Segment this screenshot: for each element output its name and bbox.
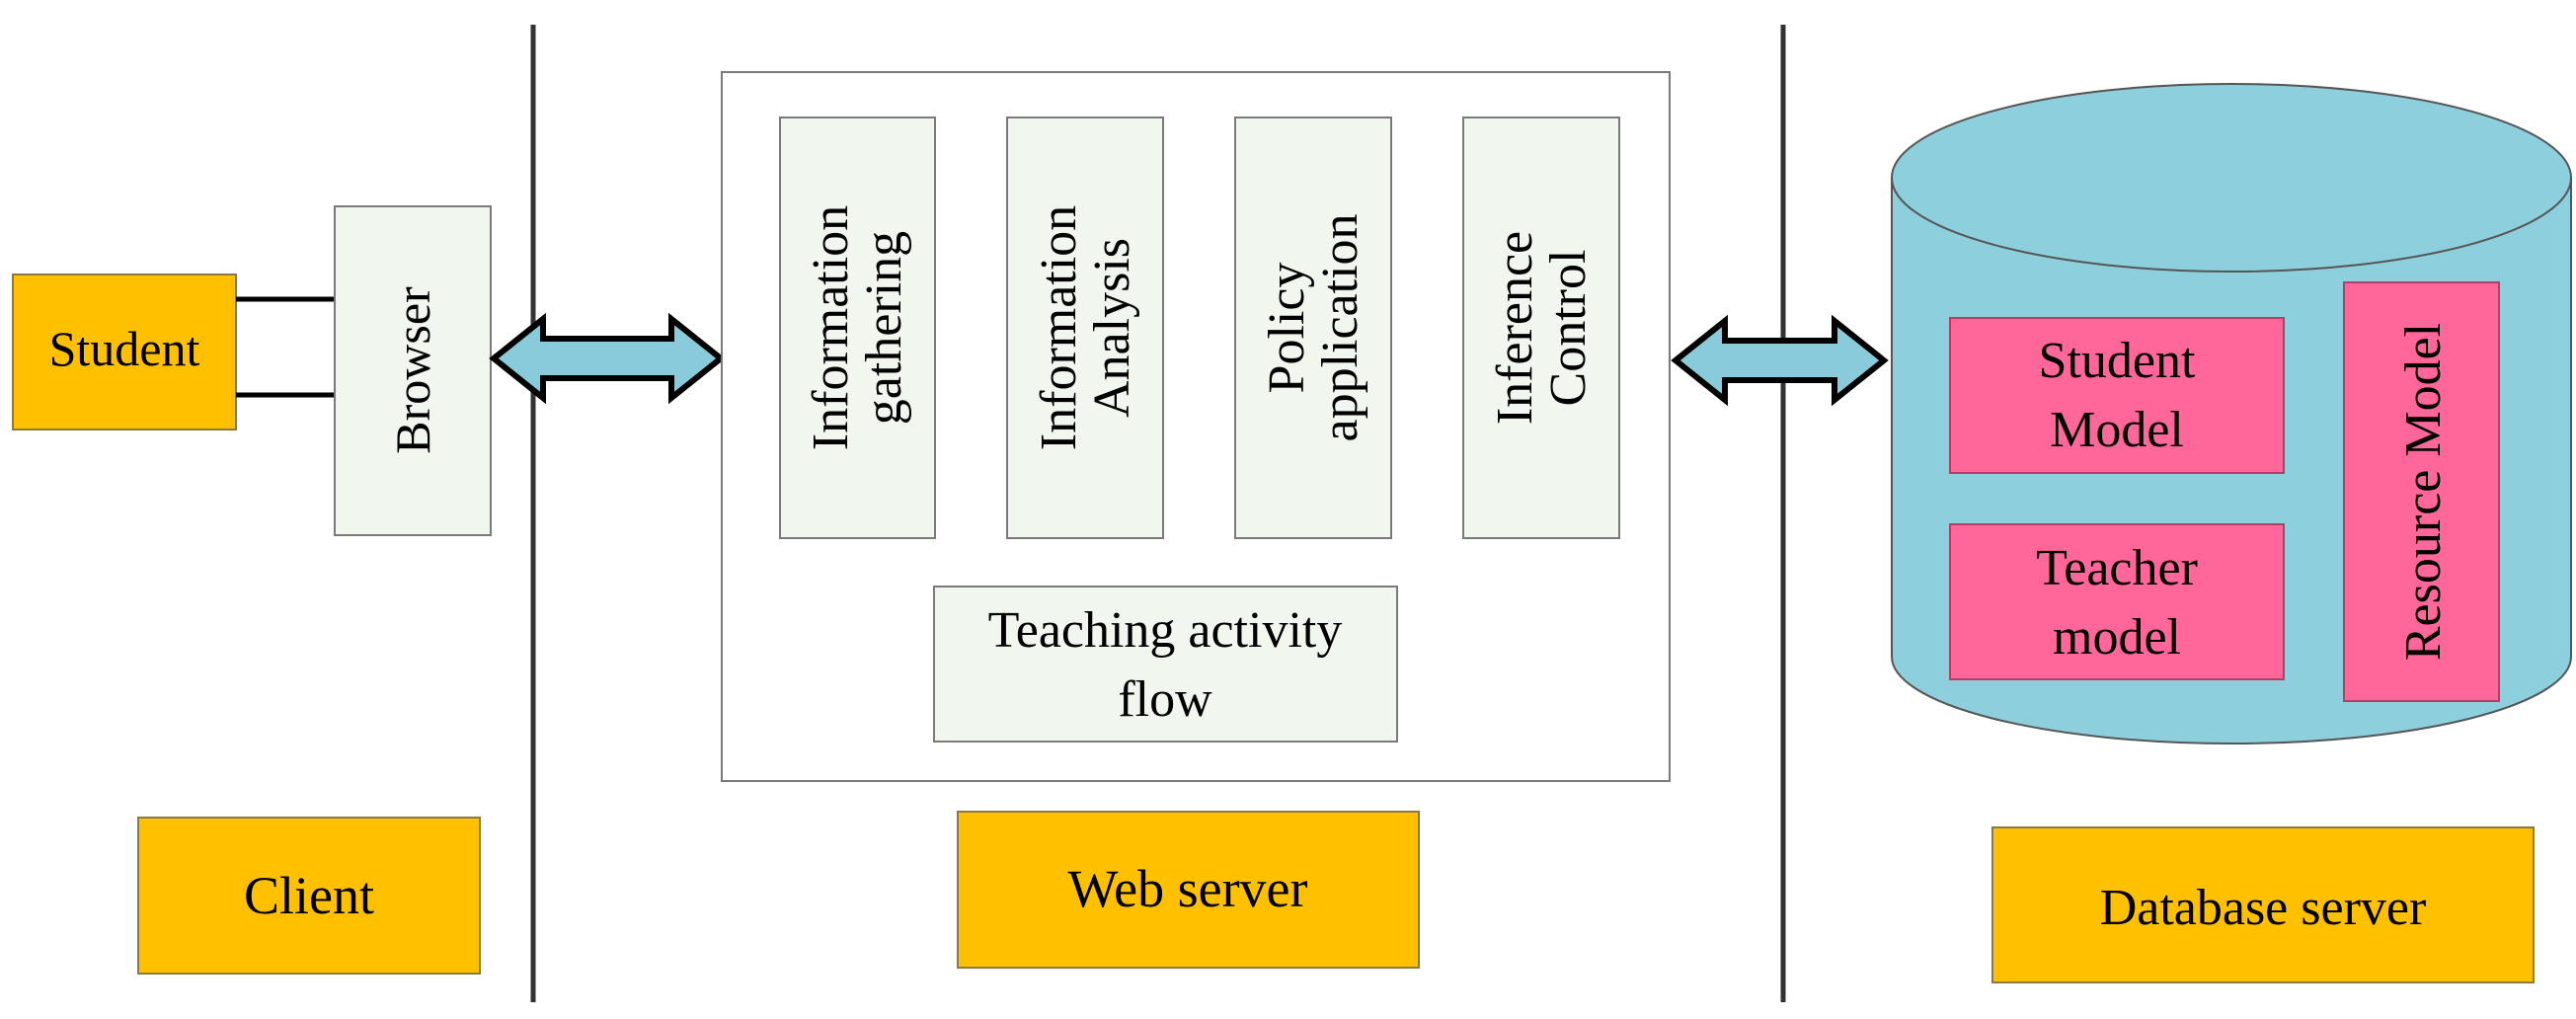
browser-box	[334, 205, 492, 536]
student-model-line2: Model	[2050, 402, 2184, 458]
client-label: Client	[244, 866, 374, 925]
module-policy-application-line2: application	[1312, 213, 1368, 441]
database-cylinder-top	[1891, 83, 2572, 273]
module-information-gathering-line2: gathering	[856, 231, 912, 425]
module-policy-application-line1: Policy	[1259, 263, 1315, 394]
webserver-database-double-arrow	[1671, 314, 1889, 407]
student-label: Student	[49, 321, 200, 376]
client-label-box	[137, 817, 481, 975]
web-server-label: Web server	[1067, 859, 1307, 918]
database-server-label-box	[1991, 826, 2535, 983]
module-information-analysis-line1: Information	[1031, 205, 1087, 450]
resource-model-box	[2343, 281, 2500, 702]
module-inference-control-line1: Inference	[1487, 231, 1543, 425]
student-model-line1: Student	[2039, 333, 2196, 389]
web-server-label-box	[957, 811, 1420, 969]
module-information-gathering	[779, 117, 936, 539]
teaching-activity-flow-line2: flow	[1118, 671, 1212, 728]
client-webserver-double-arrow	[489, 312, 726, 405]
resource-model-label: Resource Model	[2395, 323, 2452, 661]
module-inference-control-line2: Control	[1540, 250, 1597, 407]
student-model-box	[1949, 317, 2285, 474]
teacher-model-box	[1949, 523, 2285, 680]
browser-label: Browser	[385, 286, 440, 454]
module-policy-application	[1234, 117, 1392, 539]
teaching-activity-flow-box	[933, 586, 1398, 743]
database-server-label: Database server	[2100, 880, 2427, 936]
teaching-activity-flow-line1: Teaching activity	[988, 602, 1343, 659]
teacher-model-line1: Teacher	[2036, 540, 2198, 596]
teacher-model-line2: model	[2053, 609, 2181, 666]
student-box	[12, 274, 237, 431]
module-information-analysis	[1006, 117, 1164, 539]
module-information-gathering-line1: Information	[803, 205, 859, 450]
module-information-analysis-line2: Analysis	[1084, 238, 1140, 418]
module-inference-control	[1462, 117, 1620, 539]
